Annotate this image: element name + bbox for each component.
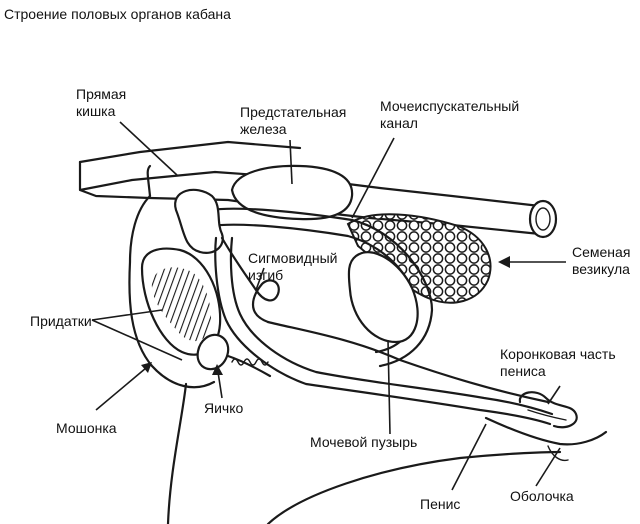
label-urethra: Мочеиспускательный канал: [380, 98, 519, 132]
label-sheath: Оболочка: [510, 488, 574, 505]
label-sigmoid-flexure: Сигмовидный изгиб: [248, 250, 338, 284]
label-scrotum: Мошонка: [56, 420, 117, 437]
label-testis: Яичко: [204, 400, 243, 417]
label-glans: Коронковая часть пениса: [500, 346, 616, 380]
epididymis-shape: [198, 335, 229, 369]
label-prostate: Предстательная железа: [240, 104, 346, 138]
label-rectum: Прямая кишка: [76, 86, 126, 120]
label-epididymis: Придатки: [30, 313, 92, 330]
rectum-opening: [530, 201, 556, 237]
diagram-title: Строение половых органов кабана: [4, 6, 231, 23]
label-seminal-vesicle: Семеная везикула: [572, 244, 630, 278]
label-bladder: Мочевой пузырь: [310, 434, 417, 451]
label-penis: Пенис: [420, 496, 460, 513]
